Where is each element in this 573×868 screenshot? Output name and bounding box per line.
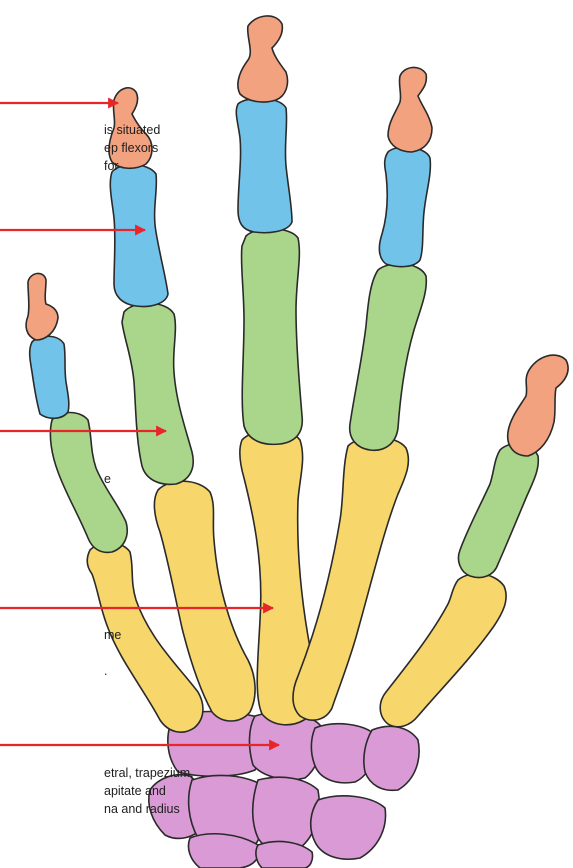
annotation-line: .	[104, 662, 121, 680]
annotation-line: apitate and	[104, 782, 194, 800]
annotation-line: etral, trapezium,	[104, 764, 194, 782]
annotation-line: for	[104, 157, 160, 175]
annotation-line	[104, 644, 121, 662]
annotation-metacarpal: me .	[104, 626, 121, 680]
annotation-line: e	[104, 470, 111, 488]
annotation-line: na and radius	[104, 800, 194, 818]
annotation-proximal: e	[104, 470, 111, 488]
annotation-line: ep flexors	[104, 139, 160, 157]
annotation-carpal: etral, trapezium, apitate and na and rad…	[104, 764, 194, 818]
annotation-line: is situated	[104, 121, 160, 139]
annotation-distal: is situated ep flexors for	[104, 121, 160, 175]
annotation-line: me	[104, 626, 121, 644]
